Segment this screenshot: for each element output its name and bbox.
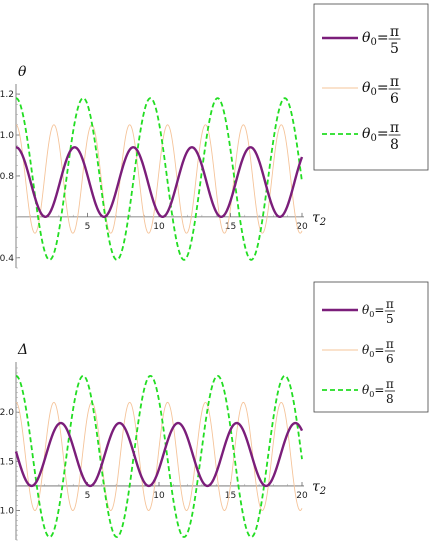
fraction-denominator: 6 <box>390 91 399 107</box>
y-tick-label: 1.5 <box>0 457 14 467</box>
y-tick-label: 1.2 <box>0 90 14 100</box>
series-line-5 <box>14 421 304 488</box>
legend-label: θ0= <box>362 30 389 48</box>
fraction-numerator: π <box>386 377 394 391</box>
fraction-denominator: 6 <box>386 352 394 366</box>
fraction-numerator: π <box>386 337 394 351</box>
legend-label: θ0= <box>362 383 384 399</box>
y-axis-label: Δ <box>17 342 28 358</box>
x-tick-label: 15 <box>225 491 236 501</box>
series-line-5 <box>15 146 304 219</box>
fraction-numerator: π <box>390 24 399 40</box>
y-tick-label: 1.0 <box>0 131 14 141</box>
fraction-denominator: 8 <box>386 392 394 406</box>
series-line-8 <box>15 97 303 261</box>
series-line-6 <box>15 401 303 511</box>
x-tick-label: 20 <box>296 222 308 232</box>
legend-frame <box>313 3 429 171</box>
y-tick-label: 0.8 <box>0 172 14 182</box>
x-tick-label: 5 <box>85 222 91 232</box>
fraction-denominator: 8 <box>390 137 399 153</box>
y-tick-label: 1.0 <box>0 507 14 517</box>
legend-label: θ0= <box>362 126 389 144</box>
fraction-numerator: π <box>390 120 399 136</box>
y-axis-label: θ <box>18 64 27 80</box>
x-tick-label: 15 <box>225 222 236 232</box>
series-line-6 <box>15 124 303 234</box>
x-axis-label: τ2 <box>312 479 326 497</box>
fraction-denominator: 5 <box>390 41 399 57</box>
legend-label: θ0= <box>362 343 384 359</box>
fraction-denominator: 5 <box>386 312 394 326</box>
x-tick-label: 20 <box>296 491 308 501</box>
series-line-8 <box>15 374 303 538</box>
fraction-numerator: π <box>390 74 399 90</box>
legend-label: θ0= <box>362 80 389 98</box>
x-tick-label: 10 <box>153 222 165 232</box>
x-tick-label: 5 <box>85 491 91 501</box>
y-tick-label: 2.0 <box>0 408 14 418</box>
y-tick-label: 0.4 <box>0 254 14 264</box>
legend-label: θ0= <box>362 303 384 319</box>
x-axis-label: τ2 <box>312 210 326 228</box>
fraction-numerator: π <box>386 297 394 311</box>
x-tick-label: 10 <box>153 491 165 501</box>
